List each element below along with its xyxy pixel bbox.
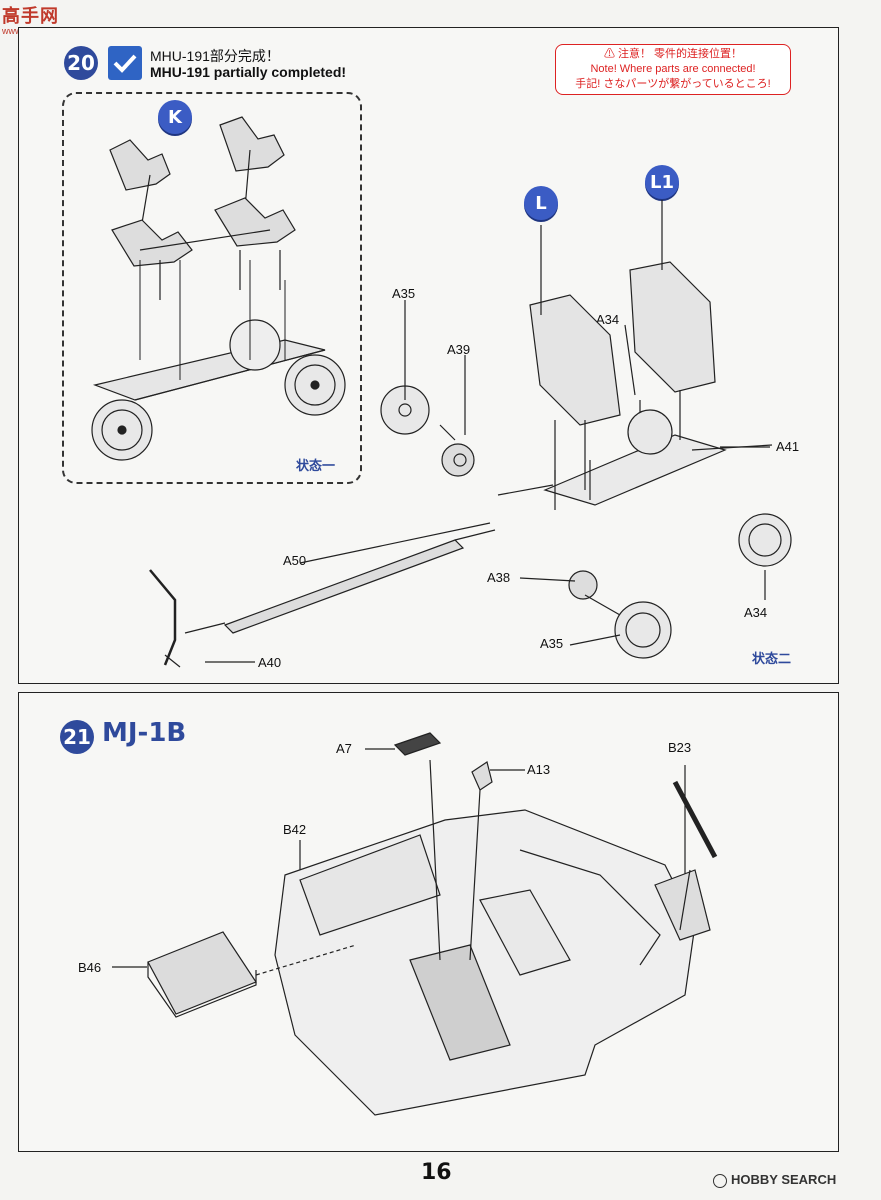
step-20-title-cn: MHU-191部分完成！: [150, 48, 280, 64]
step-20-title-en: MHU-191 partially completed!: [150, 64, 347, 80]
label-a41: A41: [776, 439, 800, 454]
label-a35-top: A35: [392, 286, 416, 301]
page-number: 16: [421, 1160, 452, 1185]
callout-l1: L1: [645, 165, 679, 199]
state-2-label: 状态二: [752, 651, 792, 666]
label-a39: A39: [447, 342, 471, 357]
warning-note-line1: ⚠ 注意！ 零件的连接位置！: [603, 48, 743, 60]
state-1-inset: [62, 92, 362, 484]
warning-note-line2: Note! Where parts are connected!: [590, 63, 756, 75]
step-21-number: 21: [60, 720, 94, 754]
callout-l: L: [524, 186, 558, 220]
label-a40: A40: [258, 655, 282, 670]
hobby-search-icon: [713, 1173, 727, 1188]
warning-note: ⚠ 注意！ 零件的连接位置！ Note! Where parts are con…: [555, 44, 791, 95]
label-a7: A7: [336, 741, 352, 756]
label-a34-bottom: A34: [744, 605, 768, 620]
label-a50: A50: [283, 553, 307, 568]
footer-watermark: HOBBY SEARCH: [713, 1172, 836, 1188]
label-a34-top: A34: [596, 312, 620, 327]
label-b42: B42: [283, 822, 307, 837]
label-b23: B23: [668, 740, 692, 755]
step-20-number: 20: [64, 46, 98, 80]
site-logo-text: 高手网: [2, 6, 59, 27]
label-b46: B46: [78, 960, 102, 975]
label-a35-bottom: A35: [540, 636, 564, 651]
label-a38: A38: [487, 570, 511, 585]
state-1-label: 状态一: [296, 458, 336, 473]
step-21-title: MJ-1B: [102, 718, 187, 748]
label-a13: A13: [527, 762, 551, 777]
check-icon: [108, 46, 142, 80]
footer-watermark-text: HOBBY SEARCH: [731, 1172, 837, 1187]
warning-note-line3: 手記! さなパーツが繋がっているところ!: [575, 78, 771, 90]
callout-k: K: [158, 100, 192, 134]
